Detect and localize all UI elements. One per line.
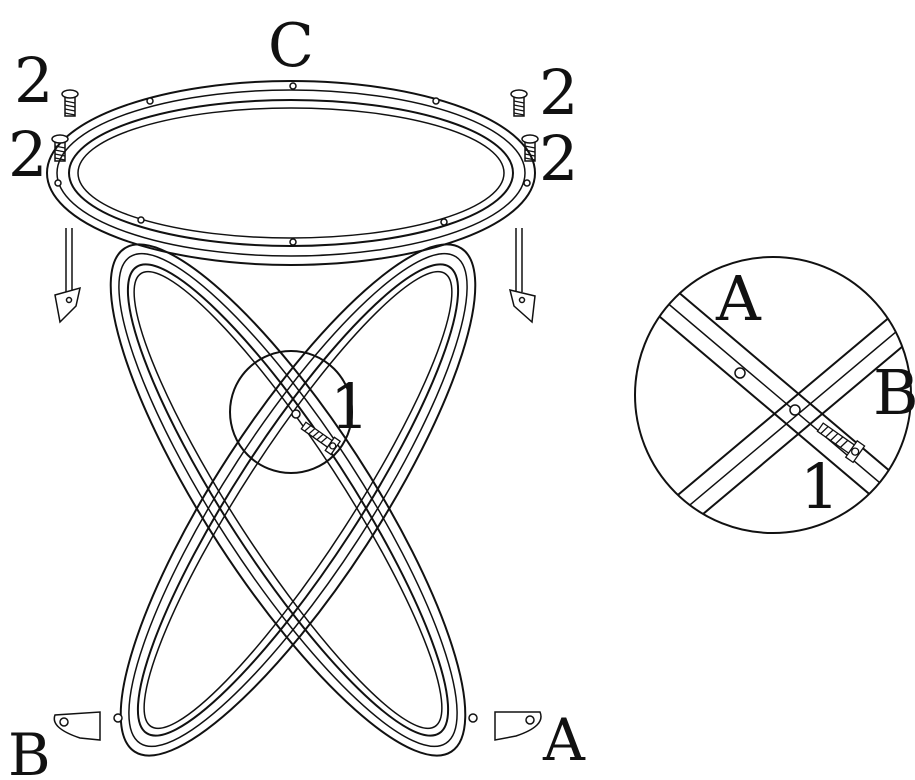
- bolt-top-left-front: [51, 134, 69, 162]
- label-a-detail: A: [715, 262, 762, 335]
- cross-detail-marker: [229, 350, 353, 474]
- label-2-top-right-front: 2: [539, 122, 578, 195]
- label-1-cross: 1: [330, 370, 369, 443]
- assembly-guide-lines: [65, 228, 523, 292]
- label-2-top-left-front: 2: [8, 118, 47, 191]
- bolt-top-right-front: [521, 134, 539, 162]
- bolt-top-right-rear: [510, 89, 528, 117]
- label-a-leg: A: [542, 706, 586, 774]
- detail-leg-a: [639, 279, 911, 521]
- ring-holes: [54, 82, 531, 246]
- label-b-detail: B: [873, 356, 915, 429]
- bolt-cross: [300, 421, 342, 456]
- label-2-top-left-rear: 2: [14, 44, 53, 117]
- top-ring: [46, 80, 536, 266]
- bolt-top-left-rear: [61, 89, 79, 117]
- label-b-leg: B: [8, 721, 51, 780]
- label-1-detail: 1: [800, 450, 839, 523]
- detail-view: [634, 256, 912, 534]
- leg-a: [109, 243, 467, 757]
- leg-brackets: [54, 286, 536, 324]
- leg-feet: [53, 711, 542, 741]
- label-c: C: [268, 11, 314, 81]
- detail-bolt: [816, 422, 866, 464]
- leg-b: [119, 243, 477, 757]
- label-2-top-right-rear: 2: [539, 56, 578, 129]
